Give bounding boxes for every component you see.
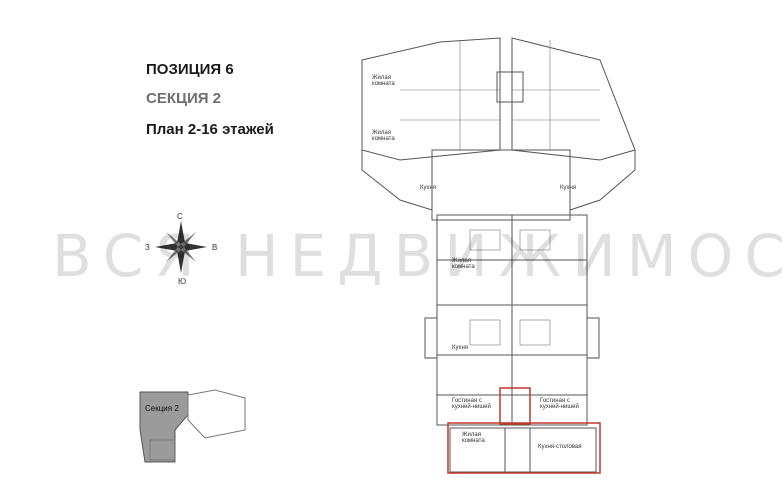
key-plan <box>139 389 246 463</box>
compass-east: В <box>212 243 218 252</box>
plan-title: План 2-16 этажей <box>146 121 274 138</box>
highlighted-apartment <box>447 387 601 474</box>
compass-south: Ю <box>178 277 187 286</box>
compass-north: С <box>177 212 183 221</box>
compass-icon <box>155 221 207 273</box>
room-label: Жилая комната <box>372 75 395 87</box>
room-label: Кухня <box>560 185 577 191</box>
section-title: СЕКЦИЯ 2 <box>146 90 222 107</box>
room-label: Кухня-столовая <box>538 444 582 450</box>
compass-west: З <box>145 243 150 252</box>
key-plan-label: Секция 2 <box>145 404 179 413</box>
room-label: Кухня <box>420 185 437 191</box>
room-label: Жилая комната <box>452 258 475 270</box>
position-title: ПОЗИЦИЯ 6 <box>146 61 234 78</box>
room-label: Кухня <box>452 345 469 351</box>
room-label: Гостиная с кухней-нишей <box>540 398 579 410</box>
room-label: Жилая комната <box>372 130 395 142</box>
room-label: Гостиная с кухней-нишей <box>452 398 491 410</box>
room-label: Жилая комната <box>462 432 485 444</box>
